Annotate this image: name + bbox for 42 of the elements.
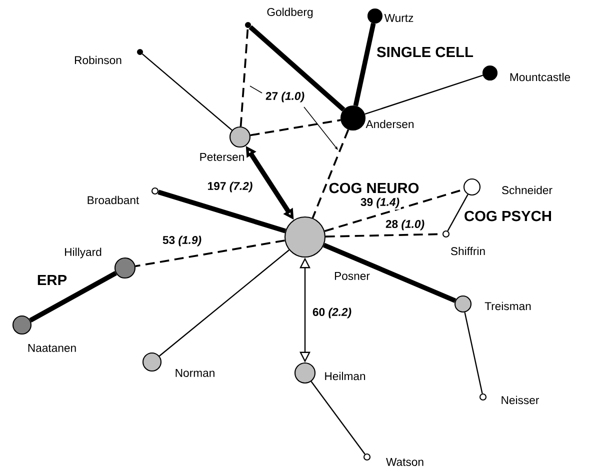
author-name: Wurtz	[384, 14, 414, 22]
author-name: Broadbant	[88, 196, 140, 204]
connector-line	[158, 190, 286, 234]
connector-line	[464, 312, 483, 394]
author-name: Petersen	[200, 153, 244, 161]
author-name: Treisman	[484, 302, 531, 310]
edge-label: 60 (2.2)	[312, 308, 352, 318]
edge-label: 53 (1.9)	[162, 236, 202, 246]
edge-label: 27 (1.0)	[266, 92, 304, 102]
group-label: COG NEURO	[329, 182, 419, 194]
author-name: Shiffrin	[451, 246, 485, 256]
author-name: Posner	[334, 272, 370, 280]
author-name: Andersen	[366, 120, 414, 128]
group-label: SINGLE CELL	[376, 46, 474, 58]
connector-line	[322, 242, 456, 303]
author-name: Robinson	[74, 56, 122, 64]
connector-line	[159, 250, 290, 356]
edge-label: 39 (1.4)	[360, 198, 400, 208]
connector-line	[248, 25, 346, 112]
connector-line	[364, 74, 484, 115]
author-name: Schneider	[502, 186, 552, 194]
author-name: Norman	[176, 369, 214, 377]
author-name: Naatanen	[28, 344, 76, 352]
edge-label: 197 (7.2)	[208, 182, 252, 192]
connector-line	[310, 381, 366, 455]
connector-line	[312, 129, 350, 218]
connector-line	[142, 54, 232, 131]
author-name: Watson	[386, 458, 424, 466]
group-label: ERP	[38, 274, 67, 286]
connector-line	[353, 22, 376, 106]
group-label: COG PSYCH	[464, 210, 551, 222]
edge-label: 28 (1.0)	[386, 220, 424, 230]
author-name: Mountcastle	[510, 72, 570, 82]
author-name: Heilman	[325, 372, 366, 380]
connector-line	[135, 240, 285, 268]
author-name: Hillyard	[65, 248, 102, 258]
connector-line	[447, 194, 468, 232]
author-name: Neisser	[502, 396, 539, 404]
author-name: Goldberg	[267, 8, 313, 18]
connector-line	[250, 119, 341, 136]
connector-line	[29, 271, 117, 322]
connector-line	[240, 28, 249, 127]
